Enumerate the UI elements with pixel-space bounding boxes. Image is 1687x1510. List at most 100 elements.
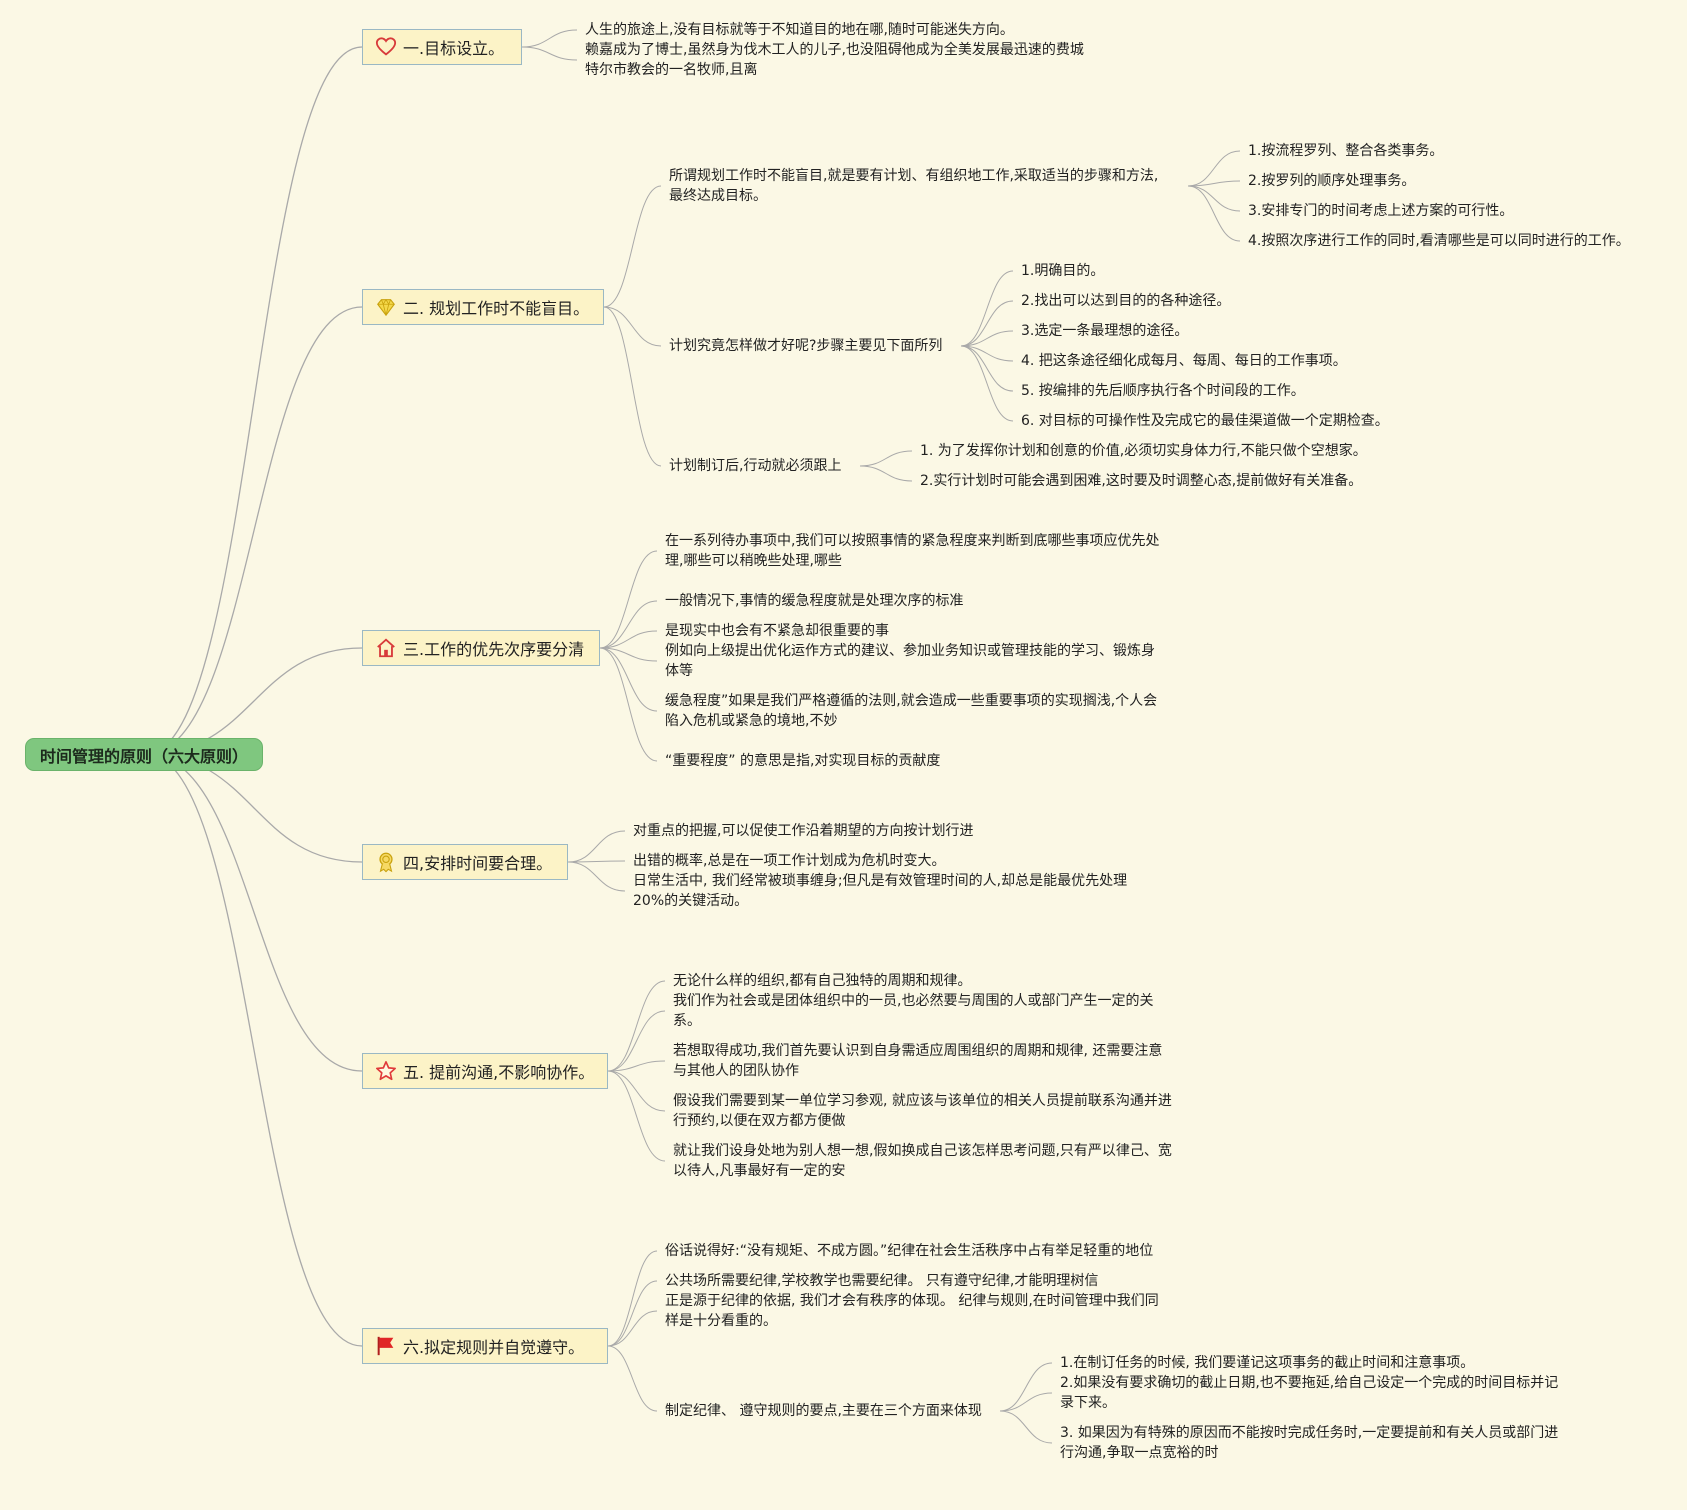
subtopic-to-detail-line — [859, 465, 913, 482]
subtopic-5-5[interactable]: 就让我们设身处地为别人想一想,假如换成自己该怎样思考问题,只有严以律己、宽以待人… — [673, 1141, 1172, 1181]
branch-label: 四,安排时间要合理。 — [403, 854, 553, 873]
branch-to-subtopic-line — [521, 29, 578, 48]
branch-to-subtopic-line — [607, 1310, 658, 1347]
branch-to-subtopic-line — [603, 306, 662, 467]
leaf-line: 赖嘉成为了博士,虽然身为伐木工人的儿子,也没阻碍他成为全美发展最迅速的费城 — [585, 42, 1084, 58]
leaf-line: 5. 按编排的先后顺序执行各个时间段的工作。 — [1021, 383, 1305, 399]
leaf-line: 1.在制订任务的时候, 我们要谨记这项事务的截止时间和注意事项。 — [1060, 1355, 1475, 1371]
leaf-line: 无论什么样的组织,都有自己独特的周期和规律。 — [673, 973, 972, 989]
subtopic-to-detail-line — [1187, 185, 1241, 242]
branch-topic-4[interactable]: 四,安排时间要合理。 — [362, 844, 568, 880]
subtopic-4-1[interactable]: 对重点的把握,可以促使工作沿着期望的方向按计划行进 — [633, 821, 973, 841]
branch-to-subtopic-line — [603, 185, 662, 308]
subtopic-to-detail-line — [1187, 185, 1241, 212]
subtopic-5-3[interactable]: 若想取得成功,我们首先要认识到自身需适应周围组织的周期和规律, 还需要注意与其他… — [673, 1041, 1162, 1081]
branch-topic-3[interactable]: 三.工作的优先次序要分清 — [362, 630, 600, 666]
branch-topic-5[interactable]: 五. 提前沟通,不影响协作。 — [362, 1053, 608, 1089]
branch-label: 二. 规划工作时不能盲目。 — [403, 299, 590, 318]
subtopic-6-4[interactable]: 制定纪律、 遵守规则的要点,主要在三个方面来体现 — [665, 1401, 982, 1421]
subtopic-to-detail-line — [999, 1410, 1053, 1444]
leaf-line: 6. 对目标的可操作性及完成它的最佳渠道做一个定期检查。 — [1021, 413, 1389, 429]
leaf-line: 例如向上级提出优化运作方式的建议、参加业务知识或管理技能的学习、锻炼身 — [665, 643, 1155, 659]
root-to-branch-line — [145, 753, 363, 1072]
branch-to-subtopic-line — [607, 1010, 666, 1072]
detail-2-2-5[interactable]: 5. 按编排的先后顺序执行各个时间段的工作。 — [1021, 381, 1305, 401]
leaf-line: 行沟通,争取一点宽裕的时 — [1060, 1445, 1219, 1461]
leaf-line: 计划制订后,行动就必须跟上 — [669, 458, 842, 474]
subtopic-to-detail-line — [960, 300, 1014, 347]
leaf-line: 1. 为了发挥你计划和创意的价值,必须切实身体力行,不能只做个空想家。 — [920, 443, 1367, 459]
leaf-line: 最终达成目标。 — [669, 188, 767, 204]
branch-label: 六.拟定规则并自觉遵守。 — [403, 1338, 585, 1357]
detail-6-4-3[interactable]: 3. 如果因为有特殊的原因而不能按时完成任务时,一定要提前和有关人员或部门进行沟… — [1060, 1423, 1558, 1463]
leaf-line: 与其他人的团队协作 — [673, 1063, 799, 1079]
subtopic-6-1[interactable]: 俗话说得好:“没有规矩、不成方圆。”纪律在社会生活秩序中占有举足轻重的地位 — [665, 1241, 1153, 1261]
subtopic-to-detail-line — [960, 345, 1014, 362]
leaf-line: 计划究竟怎样做才好呢?步骤主要见下面所列 — [669, 338, 943, 354]
detail-2-1-3[interactable]: 3.安排专门的时间考虑上述方案的可行性。 — [1248, 201, 1513, 221]
flag-icon — [375, 1335, 397, 1357]
subtopic-5-1[interactable]: 无论什么样的组织,都有自己独特的周期和规律。 — [673, 971, 971, 991]
detail-2-1-4[interactable]: 4.按照次序进行工作的同时,看清哪些是可以同时进行的工作。 — [1248, 231, 1630, 251]
detail-2-1-2[interactable]: 2.按罗列的顺序处理事务。 — [1248, 171, 1415, 191]
detail-2-2-6[interactable]: 6. 对目标的可操作性及完成它的最佳渠道做一个定期检查。 — [1021, 411, 1389, 431]
branch-to-subtopic-line — [607, 1250, 658, 1347]
detail-6-4-1[interactable]: 1.在制订任务的时候, 我们要谨记这项事务的截止时间和注意事项。 — [1060, 1353, 1474, 1373]
leaf-line: 陷入危机或紧急的境地,不妙 — [665, 713, 838, 729]
detail-2-2-3[interactable]: 3.选定一条最理想的途径。 — [1021, 321, 1188, 341]
detail-6-4-2[interactable]: 2.如果没有要求确切的截止日期,也不要拖延,给自己设定一个完成的时间目标并记录下… — [1060, 1373, 1558, 1413]
subtopic-5-4[interactable]: 假设我们需要到某一单位学习参观, 就应该与该单位的相关人员提前联系沟通并进行预约… — [673, 1091, 1172, 1131]
leaf-line: 制定纪律、 遵守规则的要点,主要在三个方面来体现 — [665, 1403, 982, 1419]
subtopic-3-2[interactable]: 一般情况下,事情的缓急程度就是处理次序的标准 — [665, 591, 963, 611]
subtopic-5-2[interactable]: 我们作为社会或是团体组织中的一员,也必然要与周围的人或部门产生一定的关系。 — [673, 991, 1153, 1031]
subtopic-3-4[interactable]: 例如向上级提出优化运作方式的建议、参加业务知识或管理技能的学习、锻炼身体等 — [665, 641, 1155, 681]
branch-topic-1[interactable]: 一.目标设立。 — [362, 29, 522, 65]
subtopic-6-2[interactable]: 公共场所需要纪律,学校教学也需要纪律。 只有遵守纪律,才能明理树信 — [665, 1271, 1098, 1291]
leaf-line: 正是源于纪律的依据, 我们才会有秩序的体现。 纪律与规则,在时间管理中我们同 — [665, 1293, 1159, 1309]
branch-to-subtopic-line — [521, 46, 578, 61]
medal-icon — [375, 851, 397, 873]
subtopic-2-3[interactable]: 计划制订后,行动就必须跟上 — [669, 456, 841, 476]
subtopic-3-5[interactable]: 缓急程度”如果是我们严格遵循的法则,就会造成一些重要事项的实现搁浅,个人会陷入危… — [665, 691, 1157, 731]
branch-to-subtopic-line — [607, 1070, 666, 1162]
detail-2-2-2[interactable]: 2.找出可以达到目的的各种途径。 — [1021, 291, 1230, 311]
leaf-line: 2.按罗列的顺序处理事务。 — [1248, 173, 1416, 189]
subtopic-4-2[interactable]: 出错的概率,总是在一项工作计划成为危机时变大。 — [633, 851, 945, 871]
subtopic-3-1[interactable]: 在一系列待办事项中,我们可以按照事情的紧急程度来判断到底哪些事项应优先处理,哪些… — [665, 531, 1159, 571]
leaf-line: 体等 — [665, 663, 693, 679]
detail-2-3-1[interactable]: 1. 为了发挥你计划和创意的价值,必须切实身体力行,不能只做个空想家。 — [920, 441, 1367, 461]
subtopic-6-3[interactable]: 正是源于纪律的依据, 我们才会有秩序的体现。 纪律与规则,在时间管理中我们同样是… — [665, 1291, 1159, 1331]
branch-to-subtopic-line — [599, 630, 658, 649]
subtopic-3-6[interactable]: “重要程度” 的意思是指,对实现目标的贡献度 — [665, 751, 940, 771]
leaf-line: 日常生活中, 我们经常被琐事缠身;但凡是有效管理时间的人,却总是能最优先处理 — [633, 873, 1128, 889]
branch-label: 一.目标设立。 — [403, 39, 505, 58]
subtopic-to-detail-line — [999, 1392, 1053, 1412]
subtopic-1-1[interactable]: 人生的旅途上,没有目标就等于不知道目的地在哪,随时可能迷失方向。 — [585, 20, 1014, 40]
detail-2-2-4[interactable]: 4. 把这条途径细化成每月、每周、每日的工作事项。 — [1021, 351, 1347, 371]
branch-to-subtopic-line — [599, 647, 658, 712]
leaf-line: 一般情况下,事情的缓急程度就是处理次序的标准 — [665, 593, 964, 609]
detail-2-2-1[interactable]: 1.明确目的。 — [1021, 261, 1104, 281]
branch-to-subtopic-line — [607, 1060, 666, 1072]
leaf-line: 所谓规划工作时不能盲目,就是要有计划、有组织地工作,采取适当的步骤和方法, — [669, 168, 1159, 184]
root-topic[interactable]: 时间管理的原则（六大原则） — [25, 738, 263, 771]
subtopic-2-2[interactable]: 计划究竟怎样做才好呢?步骤主要见下面所列 — [669, 336, 942, 356]
branch-to-subtopic-line — [599, 600, 658, 649]
branch-to-subtopic-line — [607, 1345, 658, 1412]
subtopic-3-3[interactable]: 是现实中也会有不紧急却很重要的事 — [665, 621, 889, 641]
detail-2-1-1[interactable]: 1.按流程罗列、整合各类事务。 — [1248, 141, 1443, 161]
root-to-branch-line — [145, 306, 363, 755]
subtopic-1-2[interactable]: 赖嘉成为了博士,虽然身为伐木工人的儿子,也没阻碍他成为全美发展最迅速的费城特尔市… — [585, 40, 1084, 80]
detail-2-3-2[interactable]: 2.实行计划时可能会遇到困难,这时要及时调整心态,提前做好有关准备。 — [920, 471, 1362, 491]
subtopic-2-1[interactable]: 所谓规划工作时不能盲目,就是要有计划、有组织地工作,采取适当的步骤和方法, 最终达… — [669, 166, 1158, 206]
subtopic-to-detail-line — [960, 270, 1014, 347]
leaf-line: 样是十分看重的。 — [665, 1313, 777, 1329]
root-to-branch-line — [145, 46, 363, 755]
branch-to-subtopic-line — [603, 306, 662, 347]
leaf-line: 1.明确目的。 — [1021, 263, 1105, 279]
leaf-line: 特尔市教会的一名牧师,且离 — [585, 62, 758, 78]
branch-topic-6[interactable]: 六.拟定规则并自觉遵守。 — [362, 1328, 608, 1364]
leaf-line: 若想取得成功,我们首先要认识到自身需适应周围组织的周期和规律, 还需要注意 — [673, 1043, 1163, 1059]
branch-topic-2[interactable]: 二. 规划工作时不能盲目。 — [362, 289, 604, 325]
